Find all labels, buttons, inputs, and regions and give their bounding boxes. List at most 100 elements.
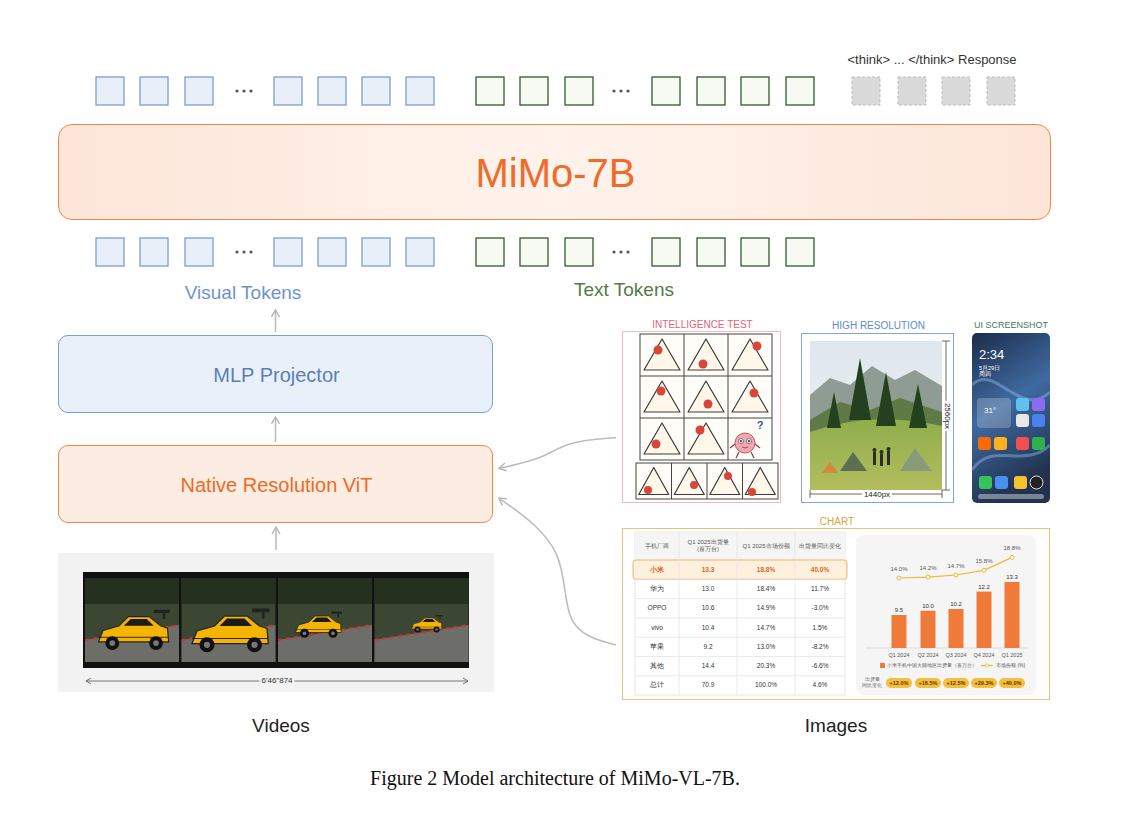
token-square: [741, 238, 769, 266]
brain-mascot: [730, 433, 760, 458]
row-label: 出货量 同比变化: [862, 677, 883, 689]
table-cell: 20.3%: [757, 662, 775, 669]
table-header-cell: Q1 2025出货量 (百万台): [681, 539, 735, 553]
table-cell: 10.4: [702, 624, 715, 631]
meadow: [810, 419, 942, 490]
puzzle-dot: [652, 440, 661, 449]
answer-row: [636, 463, 778, 499]
table-cell: 70.9: [702, 682, 715, 689]
table-frame: [635, 532, 845, 695]
token-square: [652, 238, 680, 266]
video-frame: [278, 578, 372, 662]
puzzle-triangle: [688, 339, 724, 370]
ellipsis-dot: [249, 250, 252, 253]
change-value: +40.0%: [1003, 680, 1022, 686]
pine-tree: [827, 358, 927, 428]
change-pill: [886, 678, 1025, 688]
image-panel: UI SCREENSHOT2:345月29日 周四31°: [972, 333, 1050, 503]
token-square: [852, 77, 880, 105]
app-icons: [978, 398, 1045, 499]
video-frame: [85, 578, 179, 604]
line-point: [897, 555, 1014, 580]
brain-mascot: [735, 433, 755, 453]
change-pill: [999, 678, 1025, 688]
token-square: [140, 77, 168, 105]
change-pill: [971, 678, 997, 688]
node-title: Native Resolution ViT: [181, 474, 373, 497]
input-tokens: [96, 238, 814, 266]
bar: [892, 615, 907, 648]
bar: [1005, 582, 1020, 648]
token-square: [786, 77, 814, 105]
tent: [900, 448, 932, 471]
flow-arrow: [499, 438, 616, 469]
node-title: Videos: [252, 715, 310, 737]
token-square: [185, 238, 213, 266]
bar-value: 12.2: [978, 583, 990, 590]
answer-triangle: [639, 468, 669, 495]
puzzle-dot: [704, 400, 713, 409]
token-square: [697, 238, 725, 266]
legend-line-sample: [985, 664, 988, 667]
share-value: 18.8%: [1003, 545, 1020, 552]
table-cell: 13.0%: [757, 643, 775, 650]
legend-text: 小米手机中国大陆地区出货量（百万台）: [887, 663, 977, 669]
puzzle-dot: [644, 486, 652, 494]
bar-value: 10.2: [950, 601, 962, 608]
app-icons: [1032, 414, 1045, 427]
puzzle-dot: [750, 389, 759, 398]
table-cell: -6.6%: [812, 662, 829, 669]
token-square: [96, 238, 124, 266]
video-clip: [58, 553, 494, 692]
token-square: [520, 77, 548, 105]
ellipsis-dot: [242, 89, 245, 92]
ellipsis-dot: [235, 250, 238, 253]
figure-caption: Figure 2 Model architecture of MiMo-VL-7…: [370, 767, 740, 790]
line-point: [982, 568, 986, 572]
image-panel: HIGH RESOLUTION2560px1440px: [801, 333, 954, 503]
token-square: [476, 77, 504, 105]
answer-triangle: [710, 468, 740, 495]
tent: [822, 462, 838, 473]
phone-screen: [972, 333, 1050, 503]
table-header-cell: 出货量同比变化: [797, 543, 843, 550]
app-icons: [1014, 476, 1027, 489]
app-icons: [1032, 398, 1045, 411]
node-title: HIGH RESOLUTION: [832, 320, 925, 332]
puzzle-dot: [748, 488, 756, 496]
app-icons: [995, 476, 1008, 489]
grid-line: [640, 334, 772, 460]
token-square: [274, 238, 302, 266]
app-icons: [1016, 414, 1029, 427]
video-frame: [278, 578, 372, 604]
share-value: 14.0%: [890, 566, 907, 573]
ellipsis-dot: [612, 89, 615, 92]
token-square: [362, 238, 390, 266]
token-square: [185, 77, 213, 105]
image-panel: INTELLIGENCE TEST: [622, 331, 781, 503]
people: [873, 447, 891, 466]
video-frame: [296, 612, 343, 638]
bar-value: 10.0: [922, 602, 934, 609]
puzzle-triangle: [644, 381, 680, 412]
puzzle-triangle: [644, 423, 680, 454]
table-cell: 14.7%: [757, 624, 775, 631]
node-title: MLP Projector: [213, 364, 339, 387]
bar: [949, 609, 964, 648]
table-cell: 总计: [650, 682, 664, 689]
flow-arrow: [499, 498, 616, 645]
table-cell: 苹果: [650, 643, 664, 650]
wallpaper-swirl: [972, 379, 1050, 470]
node-title: CHART: [820, 516, 854, 528]
token-square: [318, 238, 346, 266]
video-frame: [182, 578, 276, 662]
line-point: [897, 576, 901, 580]
video-frame: [375, 578, 469, 604]
llm-box: MiMo-7B: [58, 124, 1051, 220]
change-pill: [943, 678, 969, 688]
people: [880, 454, 883, 466]
token-square: [274, 77, 302, 105]
people: [880, 450, 884, 454]
video-frame: [192, 609, 270, 653]
visual-token-group: Visual Tokens: [80, 232, 420, 306]
